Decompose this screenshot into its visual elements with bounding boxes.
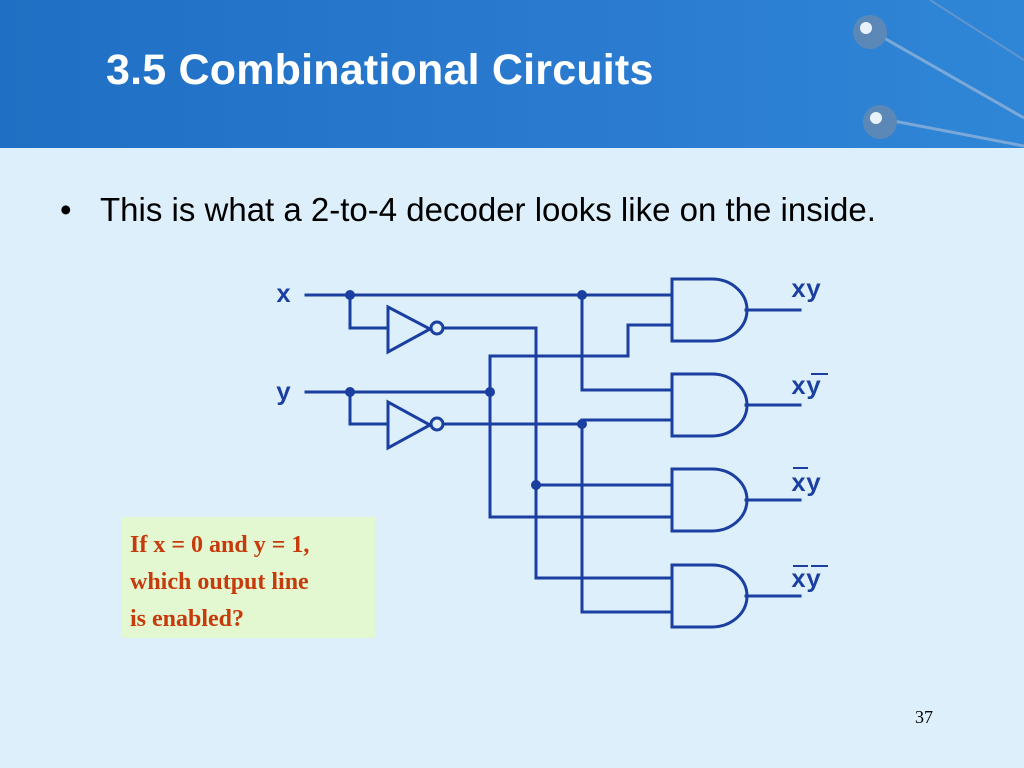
input-y-label: y [276,379,291,408]
callout-line-2: which output line [130,569,309,595]
and-gate-3 [670,467,749,533]
output-label-3: xy [791,470,821,499]
pushpin-decoration [853,0,1024,148]
and-gate-2 [670,372,749,438]
output-label-2: xy [791,373,821,402]
input-x-label: x [276,281,291,310]
not-gate-x [386,304,434,355]
output-label-1: xy [791,276,821,305]
slide-header: 3.5 Combinational Circuits [0,0,1024,148]
inverter-gates [386,304,445,451]
junction-dots [345,290,587,490]
page-number: 37 [915,707,933,727]
callout-line-1: If x = 0 and y = 1, [130,532,310,558]
not-gate-y [386,399,434,451]
slide-title: 3.5 Combinational Circuits [106,46,654,94]
output-label-4: xy [791,566,821,595]
callout-line-3: is enabled? [130,606,245,632]
and-gate-4 [670,563,749,629]
and-gate-1 [670,277,749,343]
bullet-text: This is what a 2-to-4 decoder looks like… [100,191,876,228]
bullet-dot: • [60,191,72,228]
and-gates [670,277,749,629]
question-callout: If x = 0 and y = 1, which output line is… [121,517,375,638]
complement-bars [793,373,828,567]
decoder-circuit-diagram: x y xy xy xy xy [276,276,828,629]
